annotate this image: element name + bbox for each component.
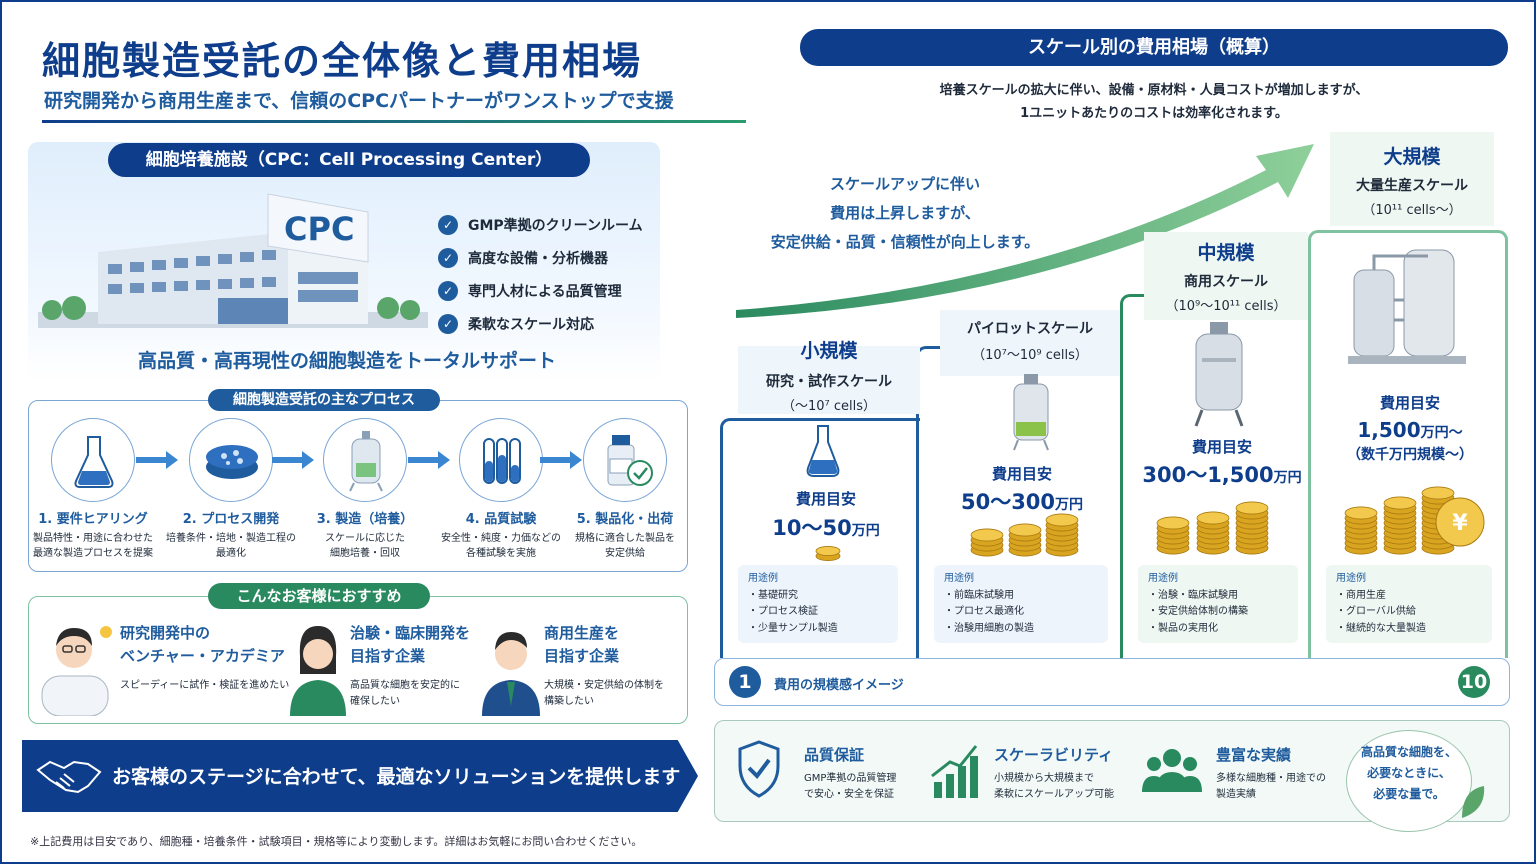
- check-item: ✓GMP準拠のクリーンルーム: [438, 208, 643, 241]
- large-bioreactor-plant-icon: [1348, 249, 1466, 364]
- handshake-icon: [36, 760, 102, 794]
- vial-check-icon: [583, 418, 667, 502]
- check-icon: ✓: [438, 214, 458, 235]
- arrow-right-icon: [136, 451, 178, 469]
- process-step-development: 2. プロセス開発 培養条件・培地・製造工程の最適化: [166, 418, 296, 561]
- businessman-avatar-icon: [482, 632, 540, 716]
- tier-large-cost-note: （数千万円規模～）: [1347, 447, 1473, 463]
- leaf-icon: [1462, 786, 1485, 818]
- medium-bioreactor-icon: [1194, 322, 1244, 427]
- facility-tagline: 高品質・高再現性の細胞製造をトータルサポート: [138, 350, 557, 372]
- arrow-right-icon: [408, 451, 450, 469]
- tier-small-column: [720, 418, 920, 658]
- tier-pilot-cost-label: 費用目安: [991, 465, 1052, 483]
- tier-small-cost: 10～50万円: [772, 516, 880, 540]
- page-title: 細胞製造受託の全体像と費用相場: [42, 39, 643, 83]
- tier-large-header: 大規模 大量生産スケール （10¹¹ cells～）: [1330, 132, 1494, 226]
- slogan-bubble: 高品質な細胞を、 必要なときに、 必要な量で。: [1346, 730, 1472, 832]
- tier-medium-uses: 用途例 ・治験・臨床試験用 ・安定供給体制の構築 ・製品の実用化: [1138, 565, 1298, 643]
- facility-checklist: ✓GMP準拠のクリーンルーム ✓高度な設備・分析機器 ✓専門人材による品質管理 …: [438, 208, 643, 340]
- check-item: ✓柔軟なスケール対応: [438, 307, 643, 340]
- check-item: ✓専門人材による品質管理: [438, 274, 643, 307]
- cpc-building-illustration: [38, 193, 428, 328]
- solution-banner: お客様のステージに合わせて、最適なソリューションを提供します: [22, 740, 698, 812]
- scale-note: スケールアップに伴い 費用は上昇しますが、 安定供給・品質・信頼性が向上します。: [770, 175, 1040, 251]
- bar-growth-icon: [931, 745, 978, 798]
- process-step-hearing: 1. 要件ヒアリング 製品特性・用途に合わせた最適な製造プロセスを提案: [28, 418, 158, 561]
- persona-clinical: 治験・臨床開発を目指す企業 高品質な細胞を安定的に確保したい: [286, 616, 486, 716]
- process-step-quality-test: 4. 品質試験 安全性・純度・力価などの各種試験を実施: [436, 418, 566, 561]
- arrow-right-icon: [272, 451, 314, 469]
- scale-end-number: 10: [1458, 666, 1490, 698]
- check-item: ✓高度な設備・分析機器: [438, 241, 643, 274]
- flask-icon: [51, 418, 135, 502]
- tier-large-cost-label: 費用目安: [1379, 394, 1440, 412]
- tier-large-uses: 用途例 ・商用生産 ・グローバル供給 ・継続的な大量製造: [1326, 565, 1492, 643]
- tier-medium-cost: 300～1,500万円: [1142, 463, 1302, 487]
- scale-bar-label: 費用の規模感イメージ: [774, 678, 904, 693]
- arrow-right-icon: [540, 451, 582, 469]
- scale-start-number: 1: [729, 666, 761, 698]
- title-divider: [42, 120, 746, 123]
- footnote: ※上記費用は目安であり、細胞種・培養条件・試験項目・規格等により変動します。詳細…: [30, 835, 643, 848]
- building-sign: CPC: [284, 210, 355, 248]
- persona-researcher: 研究開発中のベンチャー・アカデミア スピーディーに試作・検証を進めたい: [36, 616, 289, 716]
- check-icon: ✓: [438, 313, 458, 334]
- tier-pilot-cost: 50～300万円: [960, 490, 1084, 514]
- feature-track-record: 豊富な実績 多様な細胞種・用途での製造実績: [1216, 746, 1326, 800]
- businesswoman-avatar-icon: [290, 626, 346, 716]
- pilot-bioreactor-icon: [1013, 374, 1049, 451]
- feature-quality: 品質保証 GMP準拠の品質管理で安心・安全を保証: [804, 746, 897, 800]
- cost-scale-bar: [714, 658, 1510, 706]
- tier-small-uses: 用途例 ・基礎研究 ・プロセス検証 ・少量サンプル製造: [738, 565, 898, 643]
- test-tubes-icon: [459, 418, 543, 502]
- recommend-heading: こんなお客様におすすめ: [208, 583, 430, 609]
- tier-medium-cost-label: 費用目安: [1191, 438, 1252, 456]
- persona-commercial: 商用生産を目指す企業 大規模・安定供給の体制を構築したい: [480, 616, 680, 716]
- tier-pilot-header: パイロットスケール （10⁷～10⁹ cells）: [940, 310, 1120, 376]
- tier-large-cost: 1,500万円～: [1357, 418, 1463, 442]
- process-step-manufacturing: 3. 製造（培養） スケールに応じた細胞培養・回収: [300, 418, 430, 561]
- scale-intro: 培養スケールの拡大に伴い、設備・原材料・人員コストが増加しますが、 1ユニットあ…: [939, 83, 1369, 121]
- researcher-avatar-icon: [41, 626, 112, 716]
- tier-small-header: 小規模 研究・試作スケール （～10⁷ cells）: [738, 340, 920, 414]
- feature-scalability: スケーラビリティ 小規模から大規模まで柔軟にスケールアップ可能: [994, 746, 1114, 800]
- check-icon: ✓: [438, 247, 458, 268]
- flask-icon: [806, 425, 840, 477]
- page-subtitle: 研究開発から商用生産まで、信頼のCPCパートナーがワンストップで支援: [44, 90, 674, 112]
- scale-heading: スケール別の費用相場（概算）: [800, 29, 1508, 66]
- bioreactor-icon: [323, 418, 407, 502]
- tier-large-column: [1308, 230, 1508, 658]
- banner-text: お客様のステージに合わせて、最適なソリューションを提供します: [112, 766, 681, 788]
- tier-medium-header: 中規模 商用スケール （10⁹～10¹¹ cells）: [1144, 232, 1308, 320]
- tier-pilot-uses: 用途例 ・前臨床試験用 ・プロセス最適化 ・治験用細胞の製造: [934, 565, 1108, 643]
- facility-heading: 細胞培養施設（CPC：Cell Processing Center）: [108, 143, 590, 177]
- people-group-icon: [1142, 749, 1202, 792]
- process-heading: 細胞製造受託の主なプロセス: [208, 389, 440, 411]
- shield-check-icon: [738, 740, 780, 798]
- tier-small-cost-label: 費用目安: [795, 490, 856, 508]
- process-step-shipping: 5. 製品化・出荷 規格に適合した製品を安定供給: [560, 418, 690, 561]
- petri-dish-icon: [189, 418, 273, 502]
- check-icon: ✓: [438, 280, 458, 301]
